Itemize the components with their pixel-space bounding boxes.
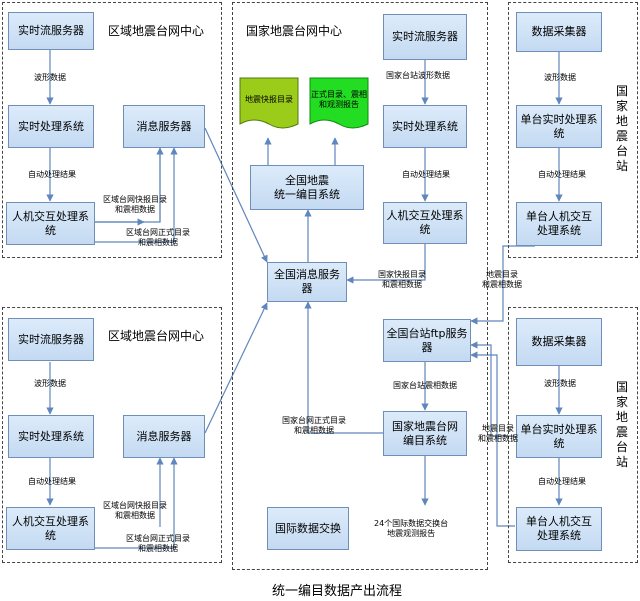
quick-catalog-document-icon [239,77,299,129]
label-line: 区域台网快报目录 [103,195,167,204]
label-line: 地震目录 [482,424,514,433]
label-line: 地震观测报告 [387,529,436,538]
realtime-processing-system: 实时处理系统 [383,105,467,148]
realtime-stream-server: 实时流服务器 [383,14,467,60]
auto-result-label: 自动处理结果 [538,477,586,486]
region-regional-center-bottom [2,307,222,563]
label-line: 和震相数据 [138,238,178,247]
box-line: 处理系统 [537,529,581,542]
box-line: 全国地震 [285,173,329,187]
national-station-ftp-server: 全国台站ftp服务器 [383,319,471,362]
auto-result-label: 自动处理结果 [402,170,450,179]
realtime-processing-system: 实时处理系统 [8,105,94,148]
formal-catalog-label: 区域台网正式目录 和震相数据 [126,228,190,248]
label-line: 国家台网正式目录 [282,416,346,425]
waveform-data-label: 波形数据 [544,73,576,82]
interactive-processing-system: 人机交互处理系统 [6,507,95,550]
data-acquisition-unit: 数据采集器 [516,12,602,52]
quick-catalog-label: 区域台网快报目录 和震相数据 [103,195,167,215]
label-line: 区域台网正式目录 [126,534,190,543]
label-line: 国家快报目录 [378,270,426,279]
region-national-center [232,2,488,570]
diagram-caption: 统一编目数据产出流程 [272,584,403,599]
label-line: 区域台网正式目录 [126,228,190,237]
international-data-exchange: 国际数据交换 [267,507,349,550]
label-line: 和震相数据 [294,426,334,435]
unified-catalog-system: 全国地震 统一编目系统 [250,165,364,210]
box-line: 编目系统 [403,433,447,447]
label-line: 24个国际数据交换台 [374,519,449,528]
data-acquisition-unit: 数据采集器 [516,318,602,366]
auto-result-label: 自动处理结果 [28,477,76,486]
label-line: 和震相数据 [482,280,522,289]
station-waveform-label: 国家台站波形数据 [386,71,450,80]
label-line: 区域台网快报目录 [103,501,167,510]
waveform-data-label: 波形数据 [544,379,576,388]
formal-catalog-label: 区域台网正式目录 和震相数据 [126,534,190,554]
box-line: 国家地震台网 [392,419,458,433]
region-title-vertical: 国家地震台站 [615,84,628,173]
interactive-processing-system: 人机交互处理系统 [6,202,95,245]
single-station-interactive-processing: 单台人机交互 处理系统 [516,507,602,551]
waveform-data-label: 波形数据 [34,73,66,82]
box-line: 统一编目系统 [274,187,340,201]
box-line: 单台人机交互 [526,515,592,528]
region-title-vertical: 国家地震台站 [615,380,628,469]
doc-line: 和观测报告 [319,100,359,109]
single-station-realtime-processing: 单台实时处理系统 [516,415,602,458]
region-station-bottom [508,307,638,563]
region-station-top [508,2,638,258]
auto-result-label: 自动处理结果 [28,170,76,179]
label-line: 和震相数据 [382,280,422,289]
box-line: 处理系统 [537,224,581,237]
formal-catalog-label: 国家台网正式目录 和震相数据 [282,416,346,436]
label-line: 地震目录 [486,270,518,279]
region-title: 区域地震台网中心 [108,24,205,38]
region-regional-center-top [2,2,222,258]
quick-catalog-label: 区域台网快报目录 和震相数据 [103,501,167,521]
waveform-data-label: 波形数据 [34,379,66,388]
quick-catalog-label: 国家快报目录 和震相数据 [378,270,426,290]
doc-line: 正式目录、震相 [311,90,367,99]
label-line: 和震相数据 [478,434,518,443]
message-server: 消息服务器 [123,415,205,458]
catalog-phase-label: 地震目录 和震相数据 [478,424,518,444]
realtime-processing-system: 实时处理系统 [8,415,94,458]
single-station-interactive-processing: 单台人机交互 处理系统 [516,202,602,246]
label-line: 和震相数据 [138,544,178,553]
region-title: 国家地震台网中心 [246,24,343,38]
region-title: 区域地震台网中心 [108,329,205,343]
single-station-realtime-processing: 单台实时处理系统 [516,105,602,148]
quick-catalog-document: 地震快报目录 [245,95,293,104]
station-phase-label: 国家台站震相数据 [393,381,457,390]
national-network-catalog-system: 国家地震台网 编目系统 [383,411,467,456]
catalog-phase-label: 地震目录 和震相数据 [482,270,522,290]
auto-result-label: 自动处理结果 [538,170,586,179]
label-line: 和震相数据 [115,205,155,214]
exchange-report-label: 24个国际数据交换台 地震观测报告 [374,519,448,539]
label-line: 和震相数据 [115,511,155,520]
formal-catalog-document: 正式目录、震相 和观测报告 [306,80,372,120]
interactive-processing-system: 人机交互处理系统 [383,202,467,244]
box-line: 单台人机交互 [526,210,592,223]
message-server: 消息服务器 [123,105,205,148]
realtime-stream-server: 实时流服务器 [8,12,94,50]
national-message-server: 全国消息服务器 [267,262,347,302]
formal-catalog-document-icon [309,77,369,129]
realtime-stream-server: 实时流服务器 [8,318,94,361]
